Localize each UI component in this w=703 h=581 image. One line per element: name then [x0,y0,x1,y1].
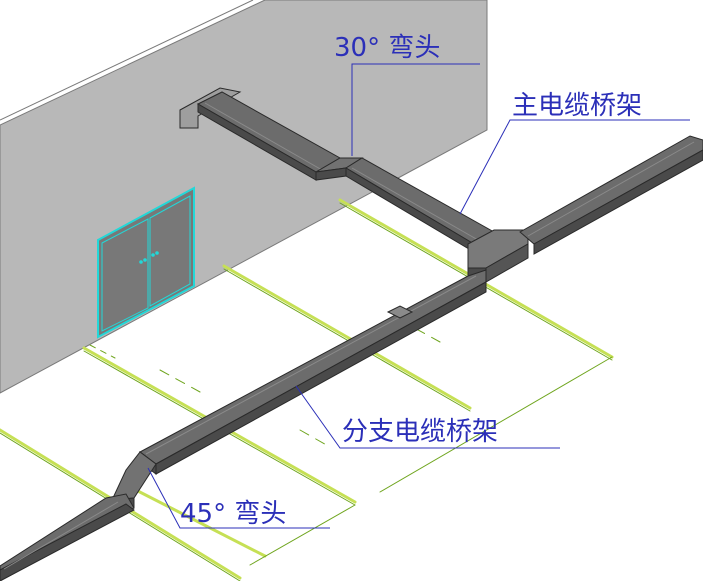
label-main-tray: 主电缆桥架 [512,91,642,121]
label-elbow-45: 45° 弯头 [180,499,286,529]
branch-cable-tray [0,269,487,581]
double-door-icon [97,186,195,339]
leader-lines [147,63,690,529]
main-cable-tray [179,87,703,283]
label-branch-tray: 分支电缆桥架 [342,417,498,447]
label-elbow-30: 30° 弯头 [334,33,440,63]
